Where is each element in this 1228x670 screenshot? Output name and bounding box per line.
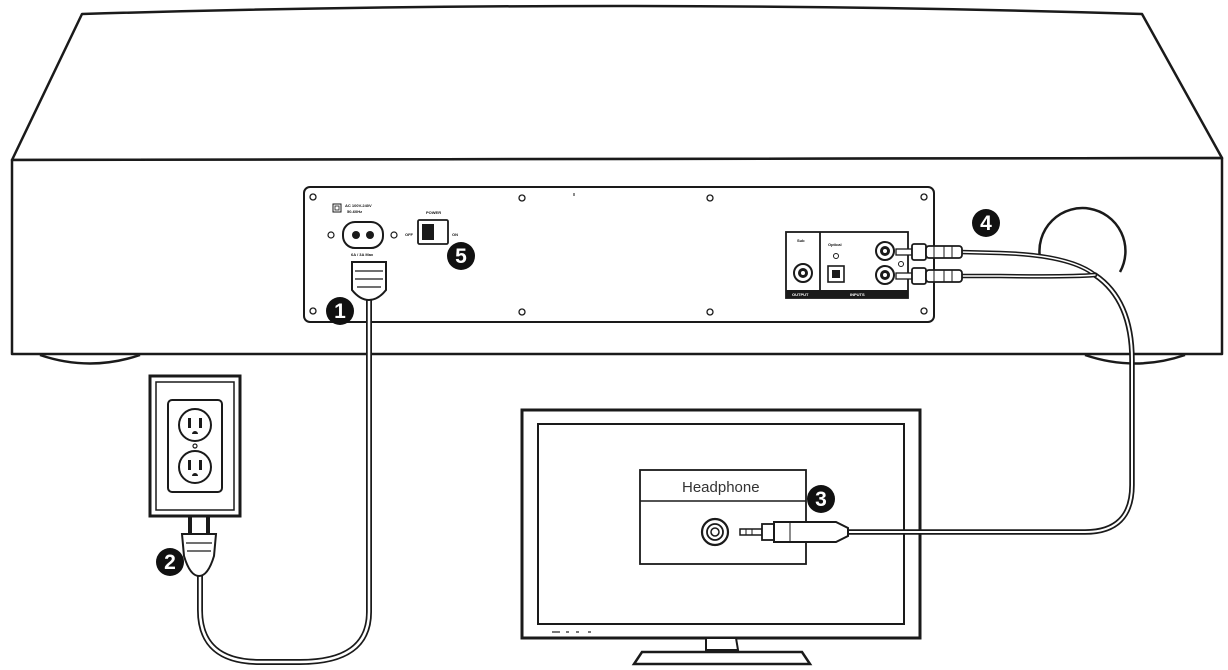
- svg-text:1: 1: [334, 300, 346, 323]
- screw: [706, 308, 714, 316]
- rear-panel: AC 100V-240V 50-60Hz 6A / 3A Max POWER O…: [303, 186, 935, 323]
- headphone-jack: [700, 517, 730, 547]
- svg-text:3: 3: [815, 488, 827, 511]
- svg-text:2: 2: [164, 551, 176, 574]
- power-label: POWER: [426, 210, 441, 215]
- step-badge-5: 5: [447, 242, 475, 270]
- off-label: OFF: [405, 232, 414, 237]
- svg-text:4: 4: [980, 212, 992, 235]
- inputs-label: INPUTS: [850, 292, 865, 297]
- ac-rating-text: AC 100V-240V: [345, 203, 372, 208]
- headphone-label: Headphone: [682, 479, 760, 496]
- duplex-outlet-icon: [178, 408, 212, 484]
- tv-stand: [705, 637, 740, 651]
- step-badge-2: 2: [156, 548, 184, 576]
- right-foot: [1084, 353, 1186, 365]
- screw: [920, 307, 928, 315]
- power-plug-icon: [180, 516, 218, 578]
- ac-connector: [351, 261, 387, 302]
- ac-freq-text: 50-60Hz: [347, 209, 362, 214]
- step-badge-1: 1: [326, 297, 354, 325]
- ac-inlet: 6A / 3A Max: [327, 221, 398, 257]
- television: Headphone: [520, 408, 922, 666]
- screw: [518, 308, 526, 316]
- tv-front-buttons: [552, 631, 591, 633]
- on-label: ON: [452, 232, 458, 237]
- ac-max-text: 6A / 3A Max: [351, 252, 374, 257]
- step-badge-3: 3: [807, 485, 835, 513]
- power-switch: POWER OFF ON: [405, 210, 458, 245]
- screw: [920, 193, 928, 201]
- 3.5mm-plug-icon: [739, 521, 849, 543]
- svg-text:5: 5: [455, 245, 467, 268]
- screw: [518, 194, 526, 202]
- screw: [309, 307, 317, 315]
- top-surface: [10, 4, 1224, 162]
- screw: [706, 194, 714, 202]
- left-foot: [39, 353, 141, 365]
- step-badge-4: 4: [972, 209, 1000, 237]
- optical-label: Optical: [828, 242, 842, 247]
- panel-screws: [309, 193, 928, 316]
- bass-port: [1038, 206, 1127, 273]
- sub-label: Sub: [797, 238, 805, 243]
- screw: [309, 193, 317, 201]
- audio-cable: [845, 249, 1135, 535]
- io-block: Sub OUTPUT INPUTS Optical L: [785, 231, 909, 299]
- double-insulation-icon: [332, 203, 342, 213]
- output-label: OUTPUT: [792, 292, 809, 297]
- wall-outlet: [148, 374, 242, 518]
- rca-plug-icon: [895, 243, 963, 285]
- step-badges: 1 2 3 4 5: [156, 209, 1000, 576]
- power-cord: [197, 287, 372, 665]
